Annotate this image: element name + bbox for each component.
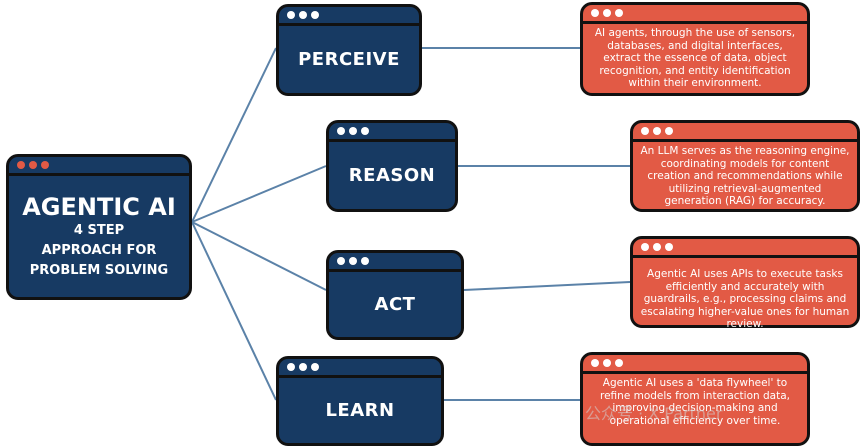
- window-dots-icon: [17, 161, 49, 169]
- step-perceive-box: PERCEIVE: [276, 4, 422, 96]
- window-dots-icon: [337, 257, 369, 265]
- connector-act-card: [463, 281, 631, 291]
- act-description-card: Agentic AI uses APIs to execute tasks ef…: [630, 236, 860, 330]
- connector-main-reason: [191, 165, 327, 223]
- step-learn-box: LEARN: [276, 356, 444, 446]
- watermark: 公众号 · X Partner: [585, 404, 723, 423]
- step-act-box: ACT: [326, 250, 464, 340]
- step-label-reason: REASON: [348, 165, 436, 186]
- main-subtitle-line-3: PROBLEM SOLVING: [29, 262, 169, 278]
- main-title: AGENTIC AI: [22, 192, 176, 221]
- connector-main-perceive: [191, 47, 277, 223]
- connector-main-learn: [191, 221, 277, 401]
- main-subtitle-line-1: 4 STEP: [73, 222, 125, 238]
- step-reason-box: REASON: [326, 120, 458, 212]
- window-dots-icon: [287, 11, 319, 19]
- window-dots-icon: [591, 9, 623, 17]
- learn-description-card: Agentic AI uses a 'data flywheel' to ref…: [580, 352, 810, 446]
- perceive-description: AI agents, through the use of sensors, d…: [594, 27, 796, 89]
- window-dots-icon: [287, 363, 319, 371]
- reason-description: An LLM serves as the reasoning engine, c…: [640, 145, 850, 207]
- perceive-description-card: AI agents, through the use of sensors, d…: [580, 2, 810, 96]
- window-bar: [9, 157, 189, 176]
- main-subtitle-line-2: APPROACH FOR: [41, 242, 157, 258]
- window-dots-icon: [591, 359, 623, 367]
- window-dots-icon: [641, 243, 673, 251]
- step-label-perceive: PERCEIVE: [298, 49, 400, 70]
- step-label-learn: LEARN: [325, 400, 395, 421]
- agentic-ai-main-box: AGENTIC AI 4 STEP APPROACH FOR PROBLEM S…: [6, 154, 192, 300]
- act-description: Agentic AI uses APIs to execute tasks ef…: [640, 268, 850, 330]
- reason-description-card: An LLM serves as the reasoning engine, c…: [630, 120, 860, 212]
- window-dots-icon: [337, 127, 369, 135]
- step-label-act: ACT: [374, 294, 416, 315]
- window-dots-icon: [641, 127, 673, 135]
- connector-main-act: [191, 221, 327, 291]
- learn-description: Agentic AI uses a 'data flywheel' to ref…: [600, 377, 790, 427]
